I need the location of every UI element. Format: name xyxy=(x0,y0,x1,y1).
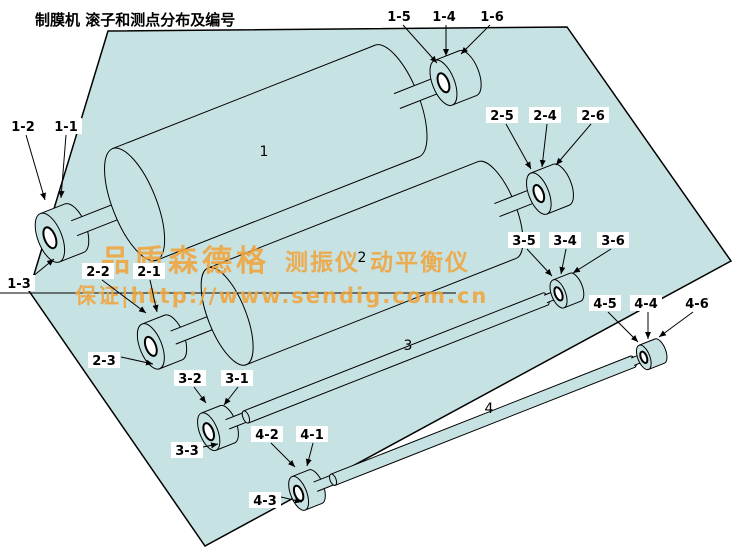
roller-3-rod xyxy=(241,292,550,424)
point-label-1-5: 1-5 xyxy=(383,8,415,25)
svg-text:4-3: 4-3 xyxy=(253,494,277,509)
watermark-brand: 品质森德格 xyxy=(100,244,270,279)
leader-3-2 xyxy=(193,386,207,404)
svg-text:1-1: 1-1 xyxy=(54,120,78,135)
point-label-1-3: 1-3 xyxy=(3,275,35,292)
watermark-url: 保证|http://www.sendig.com.cn xyxy=(74,284,488,309)
point-label-4-2: 4-2 xyxy=(251,426,283,443)
leader-1-2 xyxy=(25,134,46,201)
roller-1-body-end-face xyxy=(104,147,166,262)
roller-1-number: 1 xyxy=(260,144,269,160)
point-label-2-2: 2-2 xyxy=(82,263,114,280)
point-label-3-4: 3-4 xyxy=(549,232,581,249)
leader-4-3 xyxy=(280,496,303,504)
svg-text:1-6: 1-6 xyxy=(480,10,504,25)
point-label-4-5: 4-5 xyxy=(589,295,621,312)
roller-4-right-wheel-hole xyxy=(639,350,649,365)
point-label-3-3: 3-3 xyxy=(171,442,203,459)
point-label-1-4: 1-4 xyxy=(428,8,460,25)
leader-4-1 xyxy=(305,442,314,467)
roller-3-left-wheel-hole xyxy=(202,422,216,442)
point-label-2-5: 2-5 xyxy=(486,107,518,124)
leader-1-1 xyxy=(58,134,67,199)
svg-text:4-6: 4-6 xyxy=(685,297,709,312)
leader-2-4 xyxy=(539,123,548,168)
roller-2 xyxy=(136,160,574,370)
roller-1-left-hub-hole xyxy=(42,226,58,250)
point-label-4-3: 4-3 xyxy=(249,492,281,509)
leader-3-3 xyxy=(202,442,219,449)
roller-4-right-wheel xyxy=(635,338,668,371)
point-label-3-2: 3-2 xyxy=(174,370,206,387)
leader-2-3 xyxy=(120,356,154,366)
point-label-2-1: 2-1 xyxy=(133,263,165,280)
svg-text:2-5: 2-5 xyxy=(490,109,514,124)
svg-text:3-4: 3-4 xyxy=(553,234,577,249)
leader-4-6 xyxy=(658,311,694,338)
point-label-2-3: 2-3 xyxy=(88,352,120,369)
leader-1-5 xyxy=(402,24,438,64)
point-label-1-1: 1-1 xyxy=(50,118,82,135)
leader-1-3 xyxy=(31,258,55,278)
point-label-3-6: 3-6 xyxy=(597,232,629,249)
roller-1 xyxy=(34,44,482,263)
point-label-1-6: 1-6 xyxy=(476,8,508,25)
point-label-3-5: 3-5 xyxy=(508,232,540,249)
roller-3-right-wheel-hole xyxy=(553,286,564,302)
roller-3-left-wheel xyxy=(197,404,239,452)
roller-2-left-hub-hole xyxy=(143,335,158,357)
watermark: 品质森德格 测振仪 动平衡仪 保证|http://www.sendig.com.… xyxy=(74,244,488,309)
point-label-2-6: 2-6 xyxy=(577,107,609,124)
point-label-4-4: 4-4 xyxy=(630,295,662,312)
leader-4-5 xyxy=(607,311,639,343)
leader-3-6 xyxy=(572,248,612,274)
watermark-products: 测振仪 动平衡仪 xyxy=(285,249,470,276)
page-title: 制膜机 滚子和测点分布及编号 xyxy=(35,11,235,29)
svg-text:2-4: 2-4 xyxy=(533,109,557,124)
leader-2-5 xyxy=(505,123,532,170)
roller-2-number: 2 xyxy=(358,250,367,266)
roller-3-number: 3 xyxy=(404,338,413,354)
point-label-4-1: 4-1 xyxy=(296,426,328,443)
roller-2-right-hub-hole xyxy=(532,184,546,204)
roller-2-body-end-face xyxy=(200,266,254,366)
svg-text:2-2: 2-2 xyxy=(86,265,110,280)
svg-text:4-2: 4-2 xyxy=(255,428,279,443)
svg-text:3-1: 3-1 xyxy=(225,372,249,387)
svg-text:1-4: 1-4 xyxy=(432,10,456,25)
svg-text:4-4: 4-4 xyxy=(634,297,658,312)
leader-4-2 xyxy=(270,442,296,468)
roller-4-number: 4 xyxy=(485,401,494,417)
point-label-2-4: 2-4 xyxy=(529,107,561,124)
leader-2-2 xyxy=(101,279,147,314)
svg-text:2-1: 2-1 xyxy=(137,265,161,280)
svg-text:3-6: 3-6 xyxy=(601,234,625,249)
roller-2-right-hub xyxy=(526,163,574,215)
point-label-4-6: 4-6 xyxy=(681,295,713,312)
leader-3-4 xyxy=(559,248,567,275)
svg-text:2-3: 2-3 xyxy=(92,354,116,369)
svg-text:4-1: 4-1 xyxy=(300,428,324,443)
leader-3-5 xyxy=(526,248,553,277)
svg-text:4-5: 4-5 xyxy=(593,297,617,312)
svg-text:2-6: 2-6 xyxy=(581,109,605,124)
point-label-3-1: 3-1 xyxy=(221,370,253,387)
svg-text:3-3: 3-3 xyxy=(175,444,199,459)
svg-text:1-3: 1-3 xyxy=(7,277,31,292)
svg-text:1-5: 1-5 xyxy=(387,10,411,25)
leader-1-6 xyxy=(460,24,491,55)
roller-3 xyxy=(197,272,585,452)
svg-text:1-2: 1-2 xyxy=(11,120,35,135)
roller-3-right-wheel xyxy=(549,272,585,309)
svg-text:3-2: 3-2 xyxy=(178,372,202,387)
point-label-1-2: 1-2 xyxy=(7,118,39,135)
roller-1-right-hub xyxy=(429,50,482,106)
roller-1-left-hub xyxy=(34,203,90,263)
leader-2-6 xyxy=(555,123,592,166)
svg-text:3-5: 3-5 xyxy=(512,234,536,249)
leader-2-1 xyxy=(149,279,159,313)
roller-1-right-hub-hole xyxy=(436,72,451,94)
leader-3-1 xyxy=(223,386,239,406)
